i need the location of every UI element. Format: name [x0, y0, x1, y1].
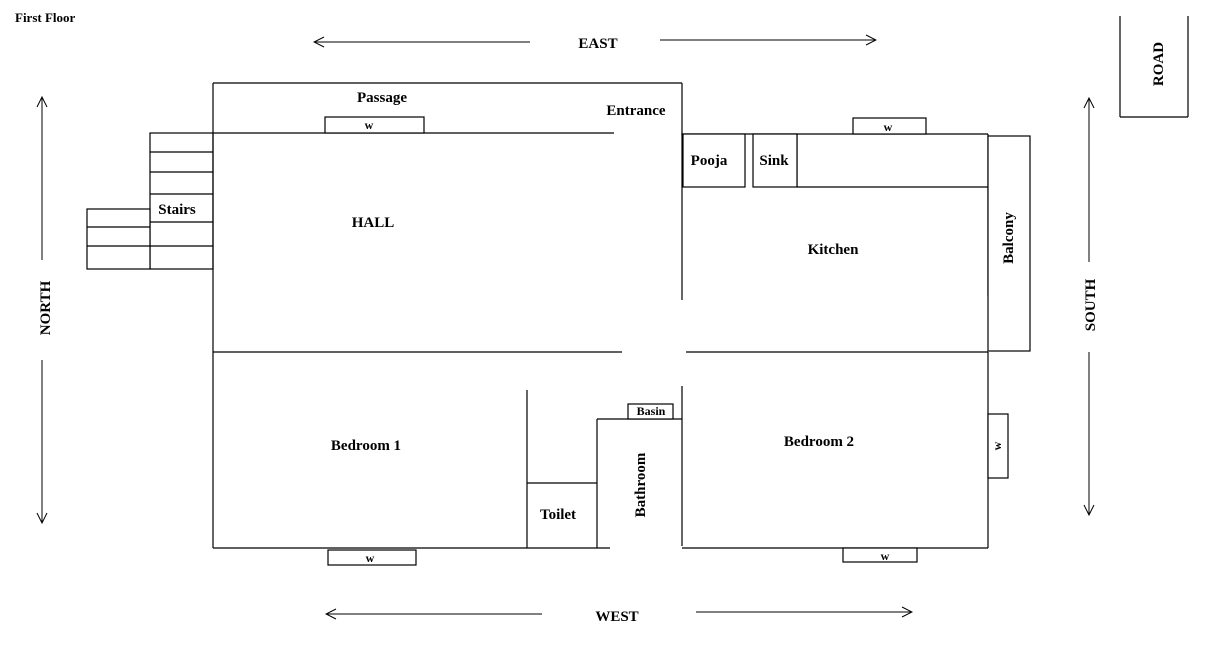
passage-label: Passage: [357, 90, 407, 106]
bedroom2-side-window-label: w: [990, 441, 1004, 450]
east-arrow: [314, 40, 876, 42]
pooja-label: Pooja: [691, 153, 728, 169]
south-label: SOUTH: [1083, 278, 1099, 331]
road-label: ROAD: [1151, 42, 1167, 86]
balcony-label: Balcony: [1001, 212, 1017, 264]
basin-label: Basin: [637, 404, 666, 418]
stairs-label: Stairs: [158, 202, 196, 218]
pooja-unit: [682, 133, 746, 188]
west-label: WEST: [595, 609, 638, 625]
passage-window: [324, 116, 425, 134]
floor-title: First Floor: [15, 10, 76, 25]
basin-unit: [627, 403, 674, 420]
east-label: EAST: [578, 36, 617, 52]
hall-label: HALL: [352, 215, 395, 231]
bathroom-label: Bathroom: [633, 452, 649, 517]
bedroom1-window: [327, 549, 417, 566]
north-label: NORTH: [38, 280, 54, 335]
bedroom1-label: Bedroom 1: [331, 438, 401, 454]
road: [1119, 16, 1189, 118]
sink-unit: [752, 133, 798, 188]
passage-window-label: w: [365, 118, 374, 132]
bedroom2-window: [842, 547, 918, 563]
bedroom-2: [682, 352, 989, 549]
bedroom-1: [213, 390, 610, 549]
bedroom2-window-label: w: [881, 549, 890, 563]
balcony: [987, 135, 1031, 352]
bedroom2-label: Bedroom 2: [784, 434, 854, 450]
sink-label: Sink: [759, 153, 789, 169]
bedroom2-side-window: [987, 413, 1009, 479]
kitchen-label: Kitchen: [808, 242, 859, 258]
hall: [212, 133, 683, 548]
kitchen-window-label: w: [884, 120, 893, 134]
bedroom1-window-label: w: [366, 551, 375, 565]
toilet-label: Toilet: [540, 507, 576, 523]
west-arrow: [326, 612, 912, 614]
kitchen-window: [852, 117, 927, 135]
entrance-label: Entrance: [606, 103, 666, 119]
